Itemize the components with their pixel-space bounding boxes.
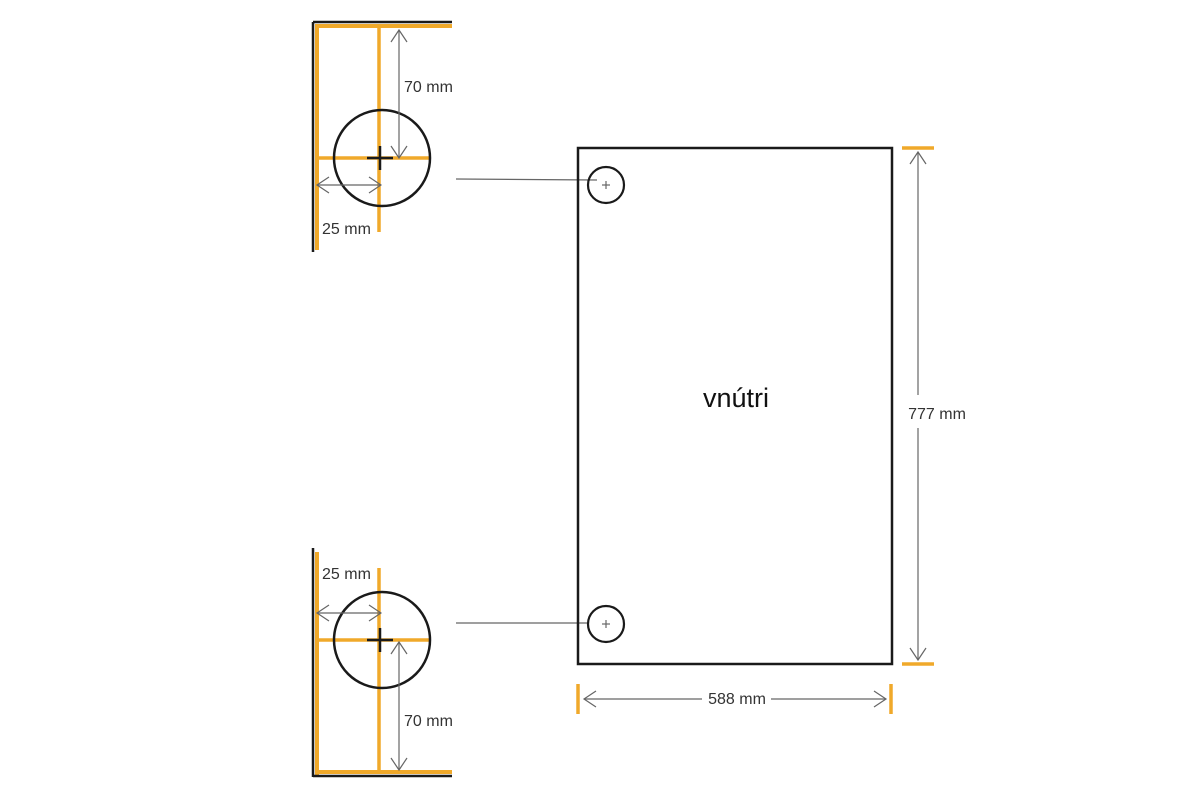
height-arrow-bottom	[909, 647, 927, 662]
panel-outline	[576, 146, 894, 666]
bottom-detail-vertical-label: 70 mm	[404, 713, 453, 730]
width-dimension: 588 mm	[576, 684, 893, 714]
top-detail-horizontal-label: 25 mm	[322, 221, 371, 238]
top-detail-dim-vertical-arrow-top	[390, 28, 408, 43]
bottom-detail-dim-vertical-arrow-bottom	[390, 757, 408, 772]
bottom-detail-dim-vertical-arrow-top	[390, 640, 408, 655]
top-leader-line	[455, 178, 598, 181]
door-panel: vnútri	[576, 146, 894, 666]
panel-bottom-hole	[586, 604, 626, 644]
top-detail-vertical-label: 70 mm	[404, 79, 453, 96]
height-arrow-top	[909, 150, 927, 165]
width-label: 588 mm	[708, 691, 766, 708]
top-detail-hole-circle	[332, 108, 432, 208]
top-hinge-detail: 70 mm 25 mm	[311, 20, 453, 252]
width-arrow-left	[582, 690, 597, 708]
bottom-detail-hole-circle	[332, 590, 432, 690]
top-detail-dim-horizontal-arrow-left	[315, 176, 330, 194]
panel-top-hole	[586, 165, 626, 205]
width-arrow-right	[873, 690, 888, 708]
top-detail-dim-horizontal-arrow-right	[368, 176, 383, 194]
panel-label: vnútri	[703, 383, 769, 413]
height-label: 777 mm	[908, 406, 966, 423]
top-detail-dim-vertical-arrow-bottom	[390, 145, 408, 160]
bottom-detail-dim-horizontal-arrow-right	[368, 604, 383, 622]
bottom-hinge-detail: 25 mm 70 mm	[311, 548, 453, 778]
bottom-detail-dim-horizontal-arrow-left	[315, 604, 330, 622]
bottom-detail-horizontal-label: 25 mm	[322, 566, 371, 583]
height-dimension: 777 mm	[902, 146, 966, 666]
